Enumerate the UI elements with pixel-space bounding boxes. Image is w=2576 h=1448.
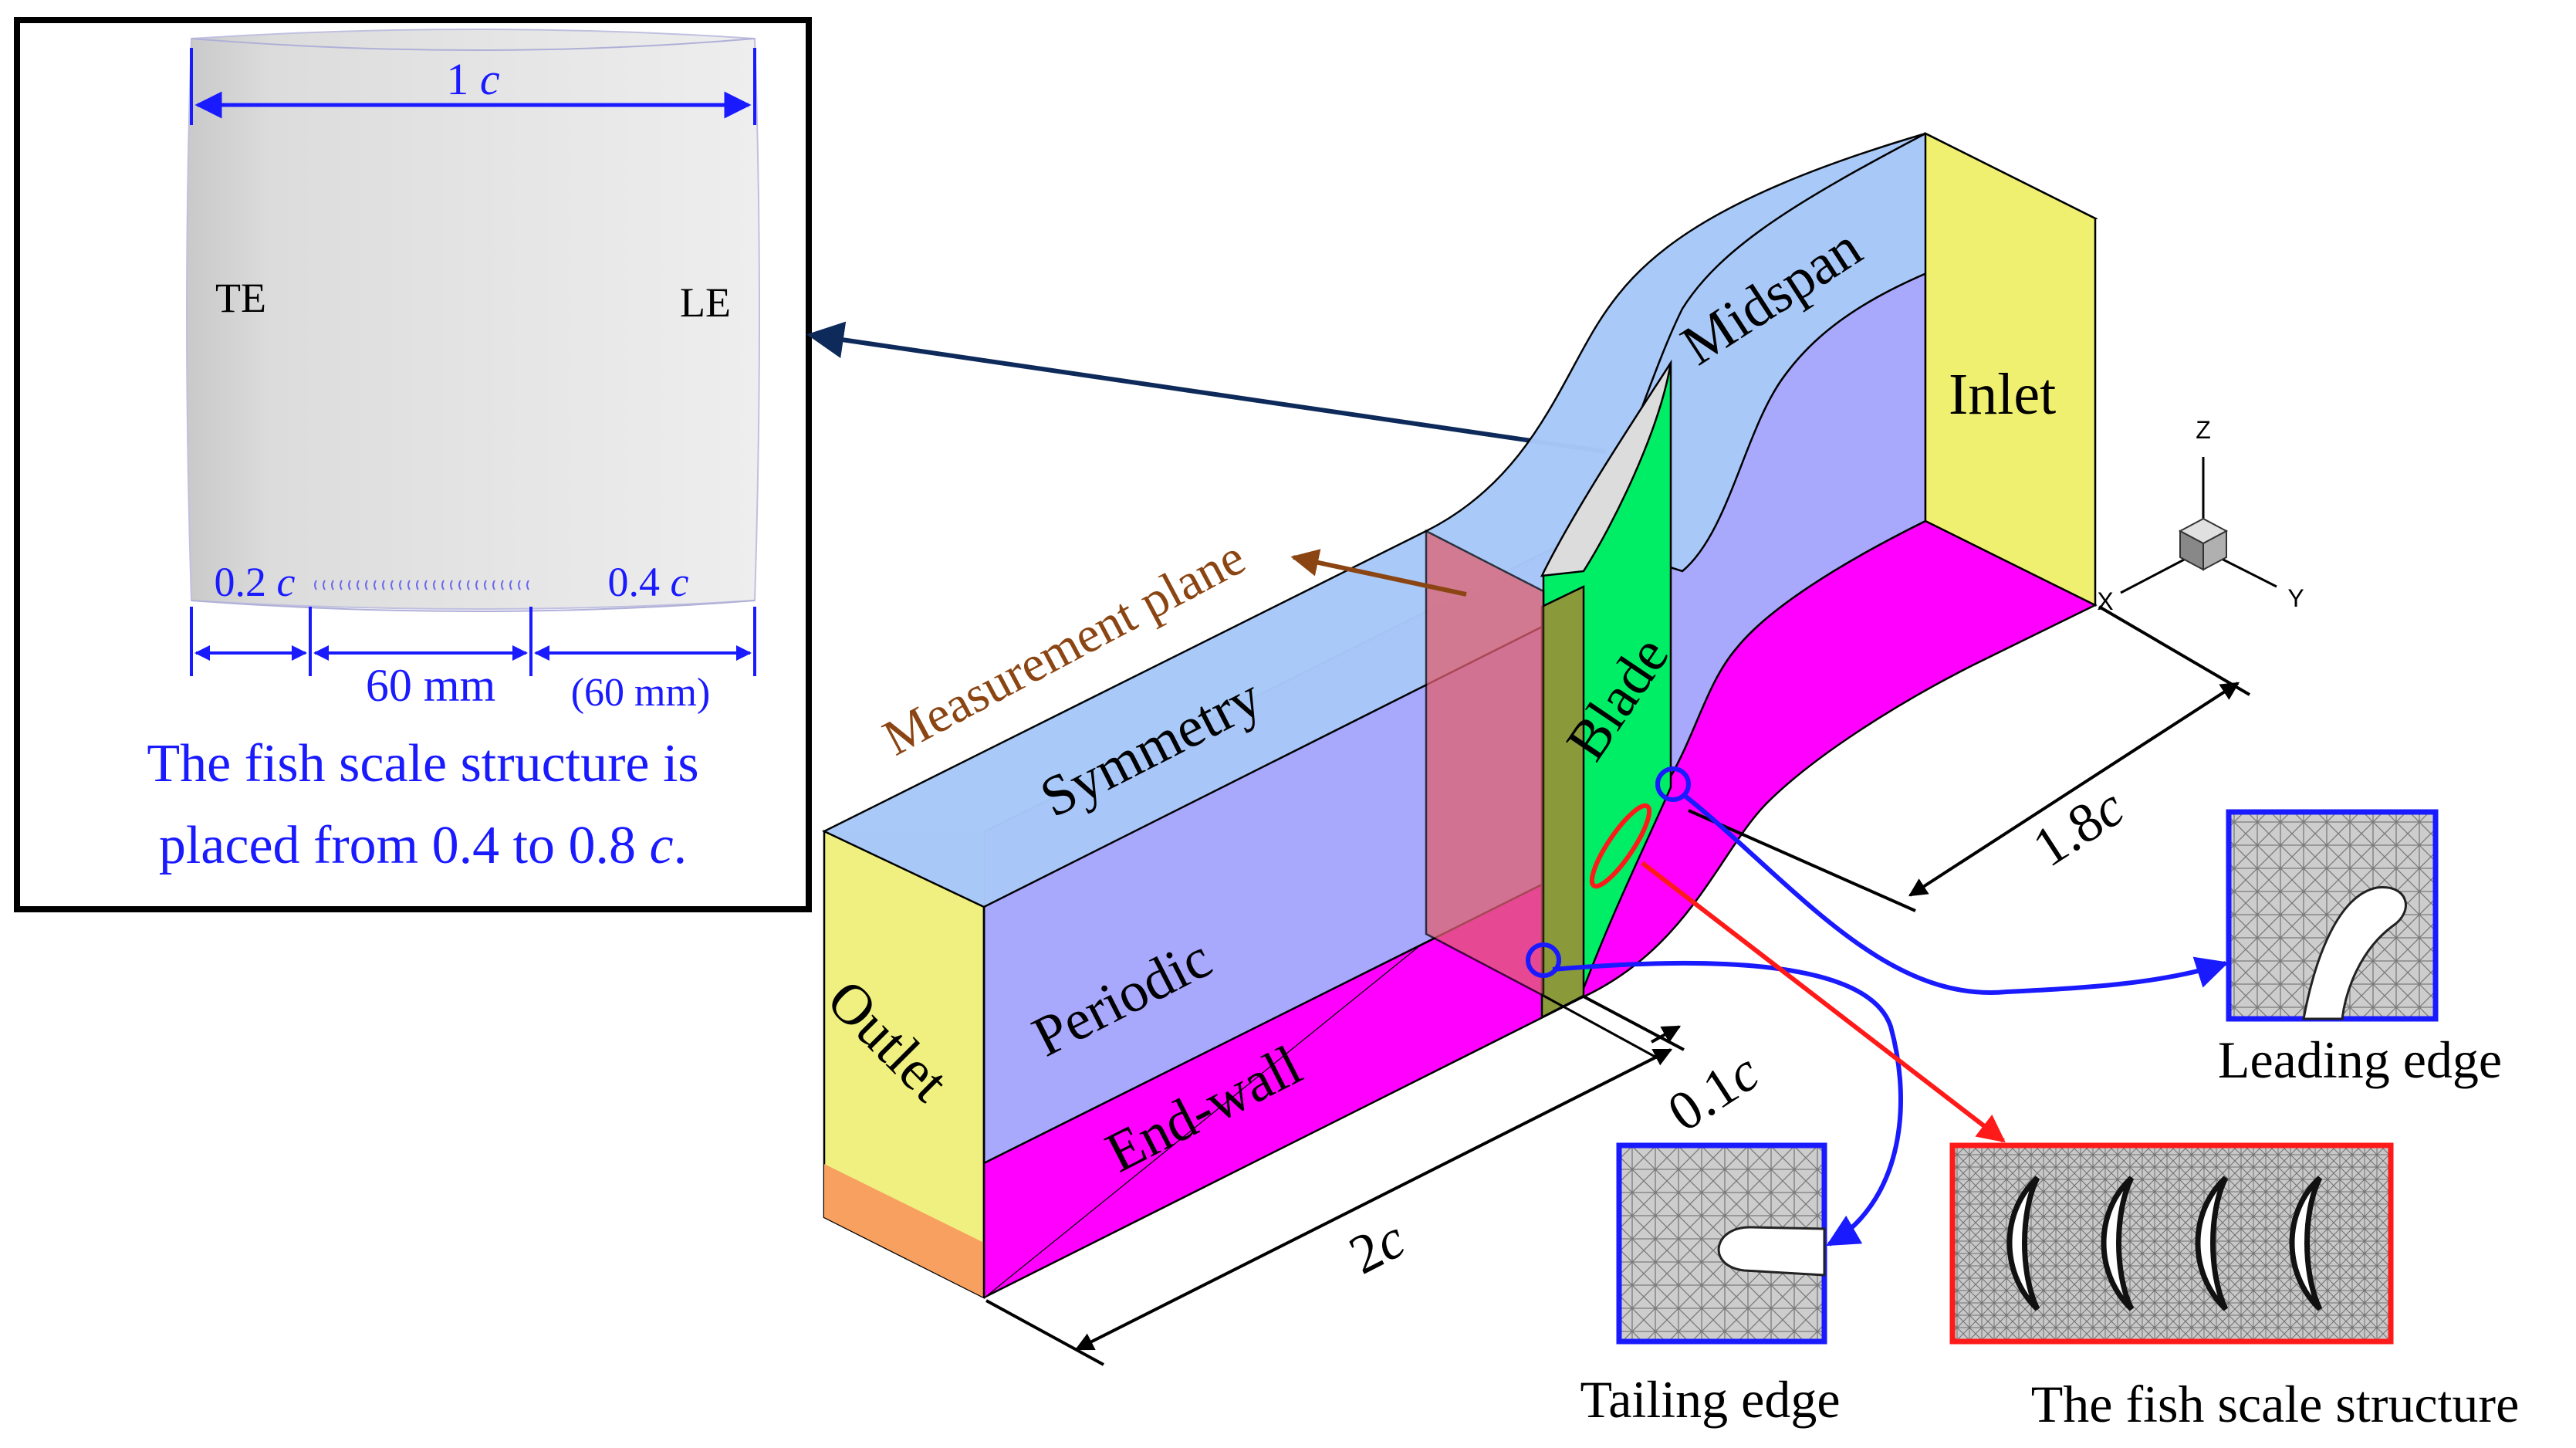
dim-top-label: 1 c <box>446 54 500 104</box>
inset-caption-line1: The fish scale structure is <box>147 734 698 793</box>
tailing-edge-label: Tailing edge <box>1580 1370 1840 1429</box>
fish-scale-shape <box>2195 1176 2229 1311</box>
blade-tip-grey <box>1540 362 1672 577</box>
blade-trailing-strip <box>1540 585 1585 1020</box>
fish-scale-markers <box>314 580 529 590</box>
fish-scale-mark <box>399 580 402 590</box>
outlet-dim-ext <box>985 1299 1104 1366</box>
blade-bottom-rim <box>191 600 756 612</box>
fish-scale-mark <box>518 580 521 590</box>
trailing-edge-marker <box>1526 942 1561 978</box>
tailing-edge-detail: Tailing edge <box>1580 1142 1841 1429</box>
gap-dim-ext-2 <box>1543 994 1660 1061</box>
z-axis-label: Z <box>2196 416 2211 444</box>
fish-scale-mark <box>501 580 504 590</box>
tailing-edge-blade-shape <box>1717 1226 1826 1277</box>
fish-scale-mark <box>467 580 470 590</box>
fish-scale-mark <box>509 580 512 590</box>
fish-scale-mark <box>331 580 334 590</box>
fish-scale-label: The fish scale structure <box>2031 1375 2520 1433</box>
fish-scale-mark <box>357 580 360 590</box>
fish-scale-shape <box>2101 1176 2135 1311</box>
fish-scale-mark <box>340 580 343 590</box>
inset-panel: 1 c TE LE 0.2 c 0.4 c 60 mm (60 mm) The … <box>14 17 812 912</box>
fish-scale-mark <box>390 580 394 590</box>
y-axis-label: Y <box>2287 584 2304 612</box>
blade-top-rim <box>191 38 756 51</box>
fish-scale-leader <box>1641 861 2006 1143</box>
fish-scale-shape <box>2289 1176 2323 1311</box>
fish-scale-shapes <box>2006 1176 2323 1311</box>
x-axis-label: X <box>2097 587 2113 615</box>
measurement-plane <box>1425 529 1545 998</box>
dim-left-label: 0.2 c <box>215 559 296 605</box>
fish-scale-mark <box>348 580 351 590</box>
fish-scale-mark <box>433 580 436 590</box>
fish-scale-mark <box>475 580 478 590</box>
inlet-dim-ext <box>2098 605 2251 696</box>
blade-surface <box>186 29 760 610</box>
leading-edge-marker <box>1655 766 1691 802</box>
axis-cube-right <box>2202 529 2227 571</box>
fish-scale-mark <box>314 580 317 590</box>
gap-dim-arrow <box>1651 1025 1682 1044</box>
fish-scale-mark <box>382 580 385 590</box>
leading-edge-leader <box>1682 793 2229 995</box>
te-label: TE <box>215 275 266 321</box>
inlet-face <box>1924 131 2097 607</box>
outlet-dim-label: 2c <box>1340 1207 1415 1286</box>
inlet-dim-ext-2 <box>1688 809 1916 912</box>
fish-scale-mark <box>365 580 368 590</box>
gap-dim-ext-1 <box>1581 994 1685 1051</box>
fish-scale-mark <box>458 580 461 590</box>
fish-scale-mark <box>374 580 377 590</box>
fish-scale-mark <box>441 580 445 590</box>
gap-dim-label: 0.1c <box>1657 1040 1770 1144</box>
outlet-dim-arrow <box>1074 1048 1673 1351</box>
fish-scale-mark <box>450 580 453 590</box>
axis-triad: Z X Y <box>2097 416 2304 615</box>
le-label: LE <box>680 279 731 326</box>
inlet-dim-label: 1.8c <box>2022 776 2135 879</box>
fish-scale-mark <box>416 580 419 590</box>
dim-right-mm-label: (60 mm) <box>571 671 711 715</box>
inset-leader-arrow <box>806 321 1606 454</box>
dim-right-label: 0.4 c <box>608 559 689 605</box>
fish-scale-mark <box>492 580 495 590</box>
fish-scale-mark <box>484 580 487 590</box>
fish-scale-detail: The fish scale structure <box>1949 1142 2520 1433</box>
fish-scale-mark <box>407 580 411 590</box>
leading-edge-blade-shape <box>2302 886 2407 1020</box>
inset-caption-line2: placed from 0.4 to 0.8 c. <box>159 816 687 875</box>
outlet-face-lower <box>824 1164 984 1297</box>
fish-scale-mark <box>424 580 428 590</box>
fish-scale-marker <box>1589 803 1652 889</box>
leading-edge-detail: Leading edge <box>2218 809 2502 1089</box>
label-inlet: Inlet <box>1949 362 2056 427</box>
inlet-dim-arrow <box>1908 682 2240 897</box>
fish-scale-mark <box>323 580 326 590</box>
measurement-plane-arrow <box>1290 549 1467 597</box>
computational-domain: Midspan Inlet Measurement plane Symmetry… <box>815 131 2251 1366</box>
fish-scale-shape <box>2006 1176 2040 1311</box>
leading-edge-label: Leading edge <box>2218 1030 2502 1089</box>
fish-scale-mark <box>526 580 529 590</box>
dim-mid-label: 60 mm <box>366 660 495 711</box>
tailing-edge-leader <box>1552 960 1903 1247</box>
